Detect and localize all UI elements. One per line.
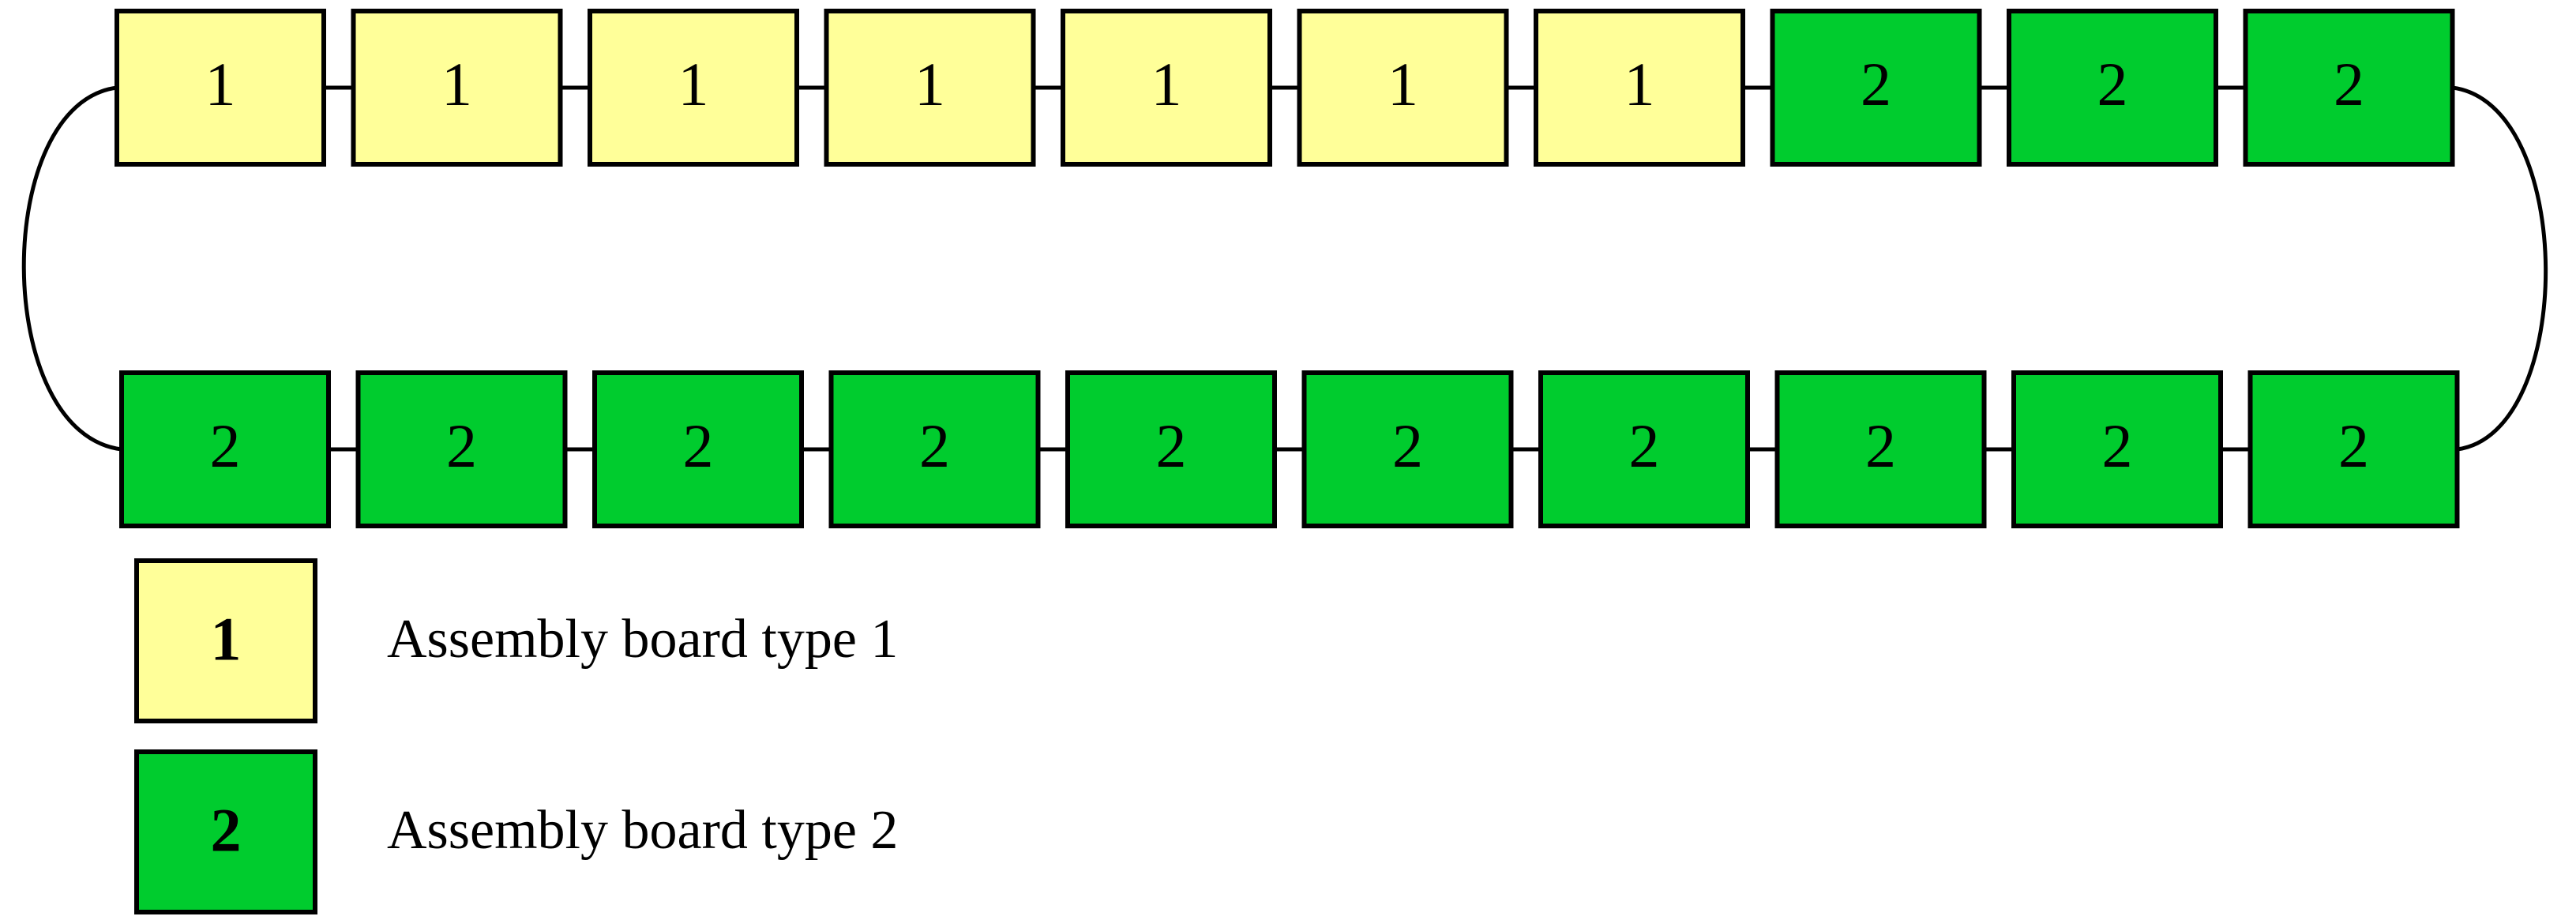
top_row-board: 1	[1534, 9, 1745, 167]
board-box	[1770, 9, 1982, 167]
legend-item: 2 Assembly board type 2	[134, 749, 898, 914]
board-number: 1	[678, 50, 709, 118]
board-box	[115, 9, 326, 167]
left-loop-arc	[21, 85, 122, 452]
legend-item: 1 Assembly board type 1	[134, 558, 898, 723]
top_row-board: 1	[824, 9, 1036, 167]
bottom_row-board: 2	[1301, 370, 1514, 528]
board-box	[2243, 9, 2455, 167]
top_row-board: 2	[2243, 9, 2455, 167]
board-box	[1065, 370, 1277, 528]
bottom_row-board: 2	[592, 370, 804, 528]
bottom_row-board: 2	[2247, 370, 2460, 528]
board-box	[592, 370, 804, 528]
top_row-board: 2	[1770, 9, 1982, 167]
board-box	[119, 370, 331, 528]
legend-number: 2	[211, 795, 242, 864]
board-box	[1538, 370, 1750, 528]
board-box	[1301, 370, 1514, 528]
board-box	[1774, 370, 1987, 528]
board-box	[588, 9, 799, 167]
top_row-board: 1	[1061, 9, 1272, 167]
top_row-board: 1	[1297, 9, 1509, 167]
board-box	[828, 370, 1041, 528]
legend-label: Assembly board type 1	[387, 609, 898, 670]
board-number: 2	[1861, 50, 1891, 118]
board-number: 2	[2097, 50, 2128, 118]
top_row-board: 1	[115, 9, 326, 167]
bottom_row-board: 2	[1538, 370, 1750, 528]
legend-swatch	[134, 749, 317, 914]
board-box	[2007, 9, 2218, 167]
board-box	[824, 9, 1036, 167]
board-number: 1	[1151, 50, 1182, 118]
board-number: 1	[1624, 50, 1655, 118]
bottom_row-board: 2	[828, 370, 1041, 528]
right-loop-arc	[2452, 85, 2548, 452]
top_row-board: 2	[2007, 9, 2218, 167]
connectors	[21, 85, 2548, 452]
board-number: 2	[2102, 411, 2133, 480]
board-box	[1297, 9, 1509, 167]
bottom_row-board: 2	[1774, 370, 1987, 528]
board-box	[1534, 9, 1745, 167]
board-box	[2011, 370, 2223, 528]
board-number: 2	[919, 411, 950, 480]
board-number: 2	[2334, 50, 2364, 118]
bottom_row-board: 2	[2011, 370, 2223, 528]
bottom_row-board: 2	[355, 370, 568, 528]
board-number: 2	[210, 411, 241, 480]
board-number: 2	[446, 411, 477, 480]
board-box	[2247, 370, 2460, 528]
board-number: 2	[1629, 411, 1660, 480]
board-number: 2	[1865, 411, 1896, 480]
board-box	[355, 370, 568, 528]
board-number: 2	[2338, 411, 2369, 480]
board-number: 2	[683, 411, 714, 480]
board-number: 1	[914, 50, 945, 118]
board-number: 2	[1156, 411, 1187, 480]
board-box	[351, 9, 563, 167]
top-row: 1 1 1 1 1 1 1 2 2 2	[115, 9, 2455, 167]
legend-label: Assembly board type 2	[387, 800, 898, 861]
board-number: 1	[1388, 50, 1418, 118]
top_row-board: 1	[351, 9, 563, 167]
board-number: 1	[441, 50, 472, 118]
top_row-board: 1	[588, 9, 799, 167]
bottom-row: 2 2 2 2 2 2 2 2 2 2	[119, 370, 2460, 528]
board-number: 2	[1392, 411, 1423, 480]
board-box	[1061, 9, 1272, 167]
legend-swatch	[134, 558, 317, 723]
board-number: 1	[205, 50, 236, 118]
bottom_row-board: 2	[1065, 370, 1277, 528]
bottom_row-board: 2	[119, 370, 331, 528]
legend: 1 Assembly board type 1 2 Assembly board ty…	[134, 558, 898, 914]
legend-number: 1	[211, 604, 242, 673]
